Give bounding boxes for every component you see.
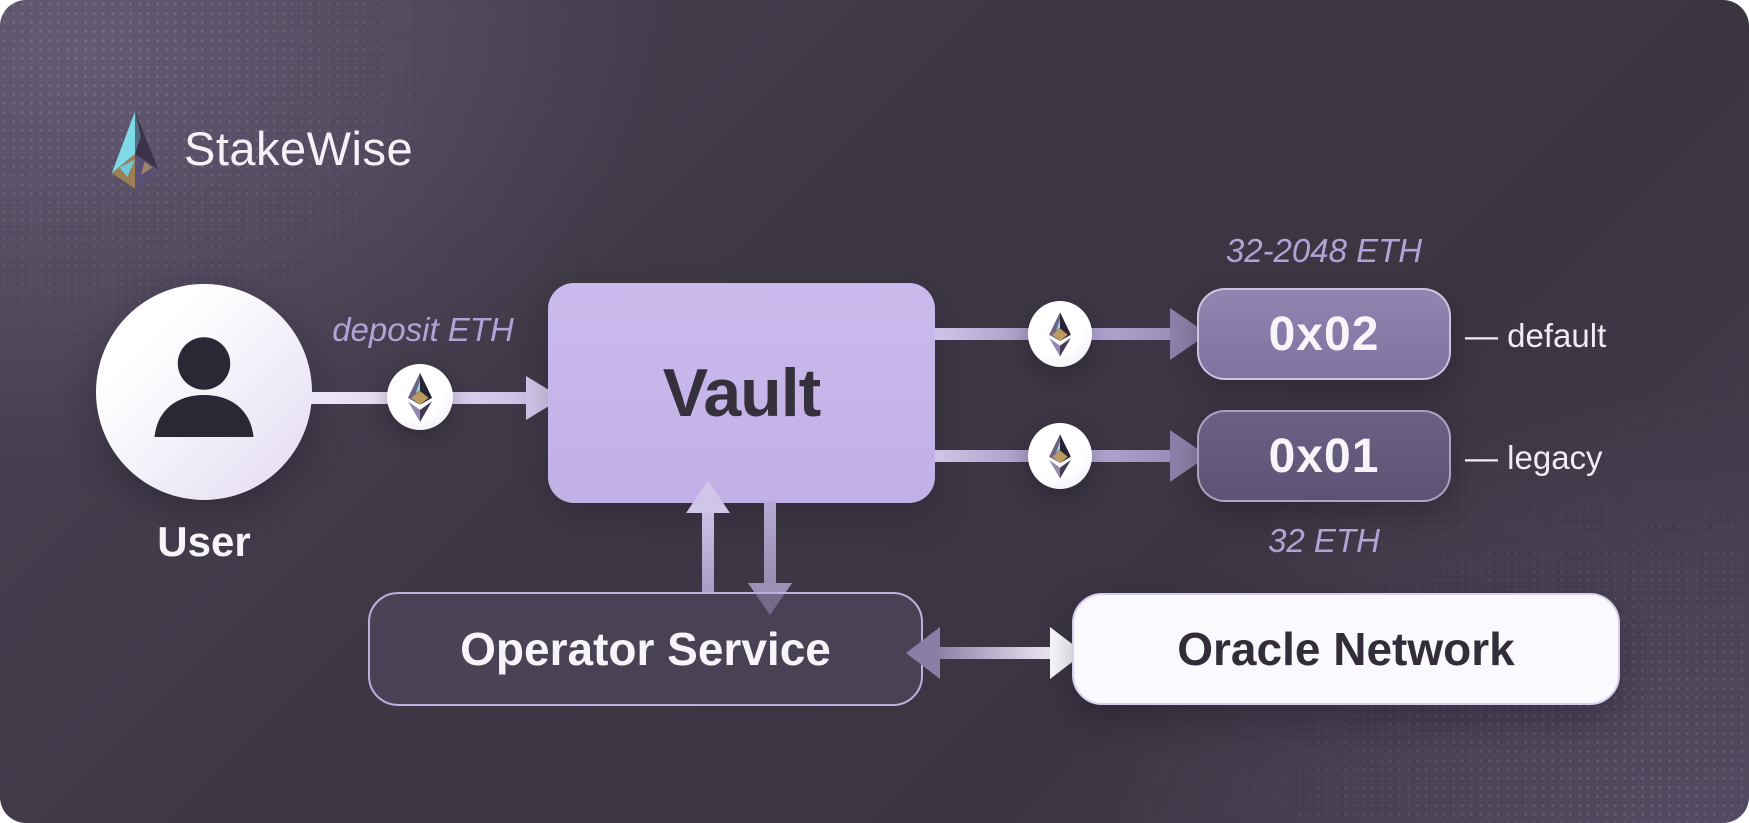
eth-coin-icon: [1028, 423, 1092, 489]
stakewise-pyramid-icon: [111, 111, 159, 189]
user-label: User: [157, 518, 251, 565]
vault-label: Vault: [662, 355, 821, 431]
validator-0x01-node: 0x01: [1197, 410, 1451, 502]
operator-service-node: Operator Service: [368, 592, 923, 706]
validator-0x02-label: 0x02: [1268, 307, 1380, 361]
vault-0x01-shaft: [1090, 450, 1174, 462]
eth-coin-icon: [387, 364, 453, 430]
eth-coin-icon: [1028, 301, 1092, 367]
vault-node: Vault: [548, 283, 935, 503]
oracle-network-node: Oracle Network: [1072, 593, 1620, 705]
validator-0x01-label: 0x01: [1268, 429, 1380, 483]
user-node: [96, 284, 312, 500]
deposit-edge-label: deposit ETH: [332, 311, 514, 348]
operator-oracle-shaft: [936, 647, 1054, 659]
validator-0x01-capacity: 32 ETH: [1268, 522, 1380, 559]
vault-to-operator-shaft: [764, 501, 776, 585]
vault-0x01-shaft: [935, 450, 1030, 462]
vault-0x02-shaft: [935, 328, 1030, 340]
operator-to-vault-shaft: [702, 511, 714, 594]
brand-title: StakeWise: [184, 122, 414, 175]
vault-0x02-shaft: [1090, 328, 1174, 340]
validator-0x02-tag: — default: [1465, 317, 1607, 354]
validator-0x01-tag: — legacy: [1465, 439, 1603, 476]
person-icon: [154, 337, 254, 437]
oracle-network-label: Oracle Network: [1177, 623, 1515, 675]
validator-0x02-node: 0x02: [1197, 288, 1451, 380]
operator-service-label: Operator Service: [460, 623, 831, 675]
validator-0x02-capacity: 32-2048 ETH: [1225, 232, 1423, 269]
